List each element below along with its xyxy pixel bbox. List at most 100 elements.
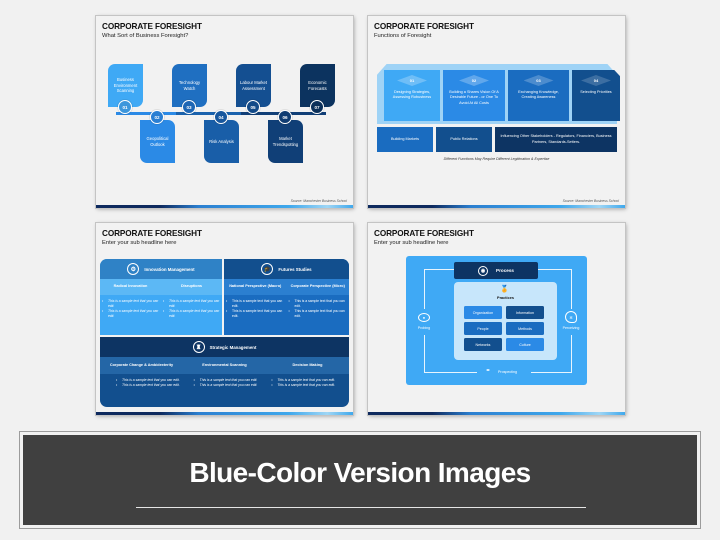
slide-subtitle: Enter your sub headline here [102,240,177,246]
practice-information: Information [506,306,544,319]
function-lower-building-markets: Building Markets [377,127,433,152]
slide-business-foresight[interactable]: CORPORATE FORESIGHT What Sort of Busines… [96,16,353,208]
brain-head-icon: ✲ [565,311,577,323]
function-number: 02 [459,75,489,86]
process-header: ◉ Process [454,262,538,279]
source-note: Source: Manchester Business School [562,199,619,203]
practice-methods: Methods [506,322,544,335]
banner-title: Blue-Color Version Images [189,457,531,488]
source-note: Source: Manchester Business School [290,199,347,203]
step-tile-04: Risk Analysis [204,120,239,163]
column-header: National Perspective (Macro) [229,284,282,289]
loop-line-bottom-right [531,372,572,373]
function-card-02: 02 Building a Shares Vision Of A Desirab… [443,70,505,121]
timeline-connector [176,112,241,115]
panel-title: Futures Studies [278,266,312,272]
function-card-01: 01 Designing Strategies, Assessing Robus… [384,70,440,121]
innovation-management-panel: ⚙ Innovation Management Radical Innovati… [100,259,222,335]
bullet-list: This is a sample text that you can edit.… [224,299,287,319]
step-number-03: 03 [182,100,196,114]
step-tile-01: Business Environment Scanning [108,64,143,107]
bullet-list: This is a sample text that you can edit.… [186,378,264,388]
graduation-cap-icon: 🎓 [261,263,274,275]
function-label: Exchanging Knowledge, Creating Awareness [518,90,559,100]
column-header: Corporate Change & Ambidexterity [109,362,174,367]
column-header: Radical Innovation [113,284,148,289]
column-header: Decision Making [292,362,323,367]
column-header: Disruptions [180,284,203,289]
slide-footer-bar [368,412,625,415]
function-lower-influencing: Influencing Other Stakeholders - Regulat… [495,127,617,152]
probing-label: Probing [417,326,431,330]
loop-line-top-right [538,269,571,270]
bullet-list: This is a sample text that you can edit.… [263,378,341,388]
step-tile-05: Labour Market Assessment [236,64,271,107]
practice-people: People [464,322,502,335]
strategic-management-panel: ♜ Strategic Management Corporate Change … [100,337,349,407]
bullet-list: This is a sample text that you can edit.… [108,378,186,388]
futures-studies-panel: 🎓 Futures Studies National Perspective (… [224,259,349,335]
slide-management-areas[interactable]: CORPORATE FORESIGHT Enter your sub headl… [96,223,353,415]
award-icon: 🏅 [500,286,509,293]
step-number-05: 05 [246,100,260,114]
step-number-07: 07 [310,100,324,114]
function-card-03: 03 Exchanging Knowledge, Creating Awaren… [508,70,569,121]
perceiving-label: Perceiving [562,326,580,330]
loop-line-right-bottom [571,335,572,372]
step-number-04: 04 [214,110,228,124]
loop-line-left-bottom [424,335,425,372]
step-tile-03: Technology Watch [172,64,207,107]
loop-line-left-top [424,269,425,309]
practices-title: Practices [497,296,514,300]
slide-subtitle: Functions of Foresight [374,33,432,39]
slide-footer-bar [96,205,353,208]
step-tile-07: Economic Forecasts [300,64,335,107]
prospecting-label: Prospecting [498,370,517,374]
practice-organization: Organization [464,306,502,319]
bullet-list: This is a sample text that you can edit.… [161,299,222,319]
target-icon: ◉ [478,265,489,276]
step-tile-02: Geopolitical Outlook [140,120,175,163]
step-number-02: 02 [150,110,164,124]
functions-note: Different Functions May Require Differen… [443,157,550,161]
step-number-01: 01 [118,100,132,114]
chess-rook-icon: ♜ [192,341,205,353]
panel-title: Innovation Management [144,266,195,272]
practice-networks: Networks [464,338,502,351]
slide-subtitle: Enter your sub headline here [374,240,449,246]
bullet-list: This is a sample text that you can edit.… [100,299,161,319]
slide-footer-bar [368,205,625,208]
practice-culture: Culture [506,338,544,351]
slide-title: CORPORATE FORESIGHT [102,22,202,31]
column-header: Corporate Perspective (Micro) [290,284,345,289]
function-lower-public-relations: Public Relations [436,127,492,152]
function-number: 03 [523,75,554,86]
loop-line-top-left [424,269,454,270]
version-banner: Blue-Color Version Images [20,432,700,528]
function-label: Designing Strategies, Assessing Robustne… [392,90,432,100]
function-label: Selecting Priorities [580,90,612,94]
function-label: Building a Shares Vision Of A Desirable … [449,90,499,105]
slide-process-practices[interactable]: CORPORATE FORESIGHT Enter your sub headl… [368,223,625,415]
eye-icon: ● [418,313,430,322]
step-tile-06: Market Trendspotting [268,120,303,163]
slide-functions-of-foresight[interactable]: CORPORATE FORESIGHT Functions of Foresig… [368,16,625,208]
step-number-06: 06 [278,110,292,124]
slide-title: CORPORATE FORESIGHT [102,229,202,238]
binoculars-icon: ⚭ [485,368,491,374]
gears-head-icon: ⚙ [127,263,140,275]
function-number: 04 [581,75,611,86]
slide-title: CORPORATE FORESIGHT [374,22,474,31]
panel-title: Strategic Management [209,344,257,350]
column-header: Environmental Scanning [202,362,247,367]
bullet-list: This is a sample text that you can edit.… [287,299,350,319]
slide-footer-bar [96,412,353,415]
loop-line-bottom-left [424,372,477,373]
function-number: 01 [397,75,427,86]
timeline-connector [116,112,176,115]
banner-underline [136,507,586,508]
loop-line-right-top [571,269,572,309]
slide-subtitle: What Sort of Business Foresight? [102,33,189,39]
function-card-04: 04 Selecting Priorities [572,70,620,121]
slide-title: CORPORATE FORESIGHT [374,229,474,238]
